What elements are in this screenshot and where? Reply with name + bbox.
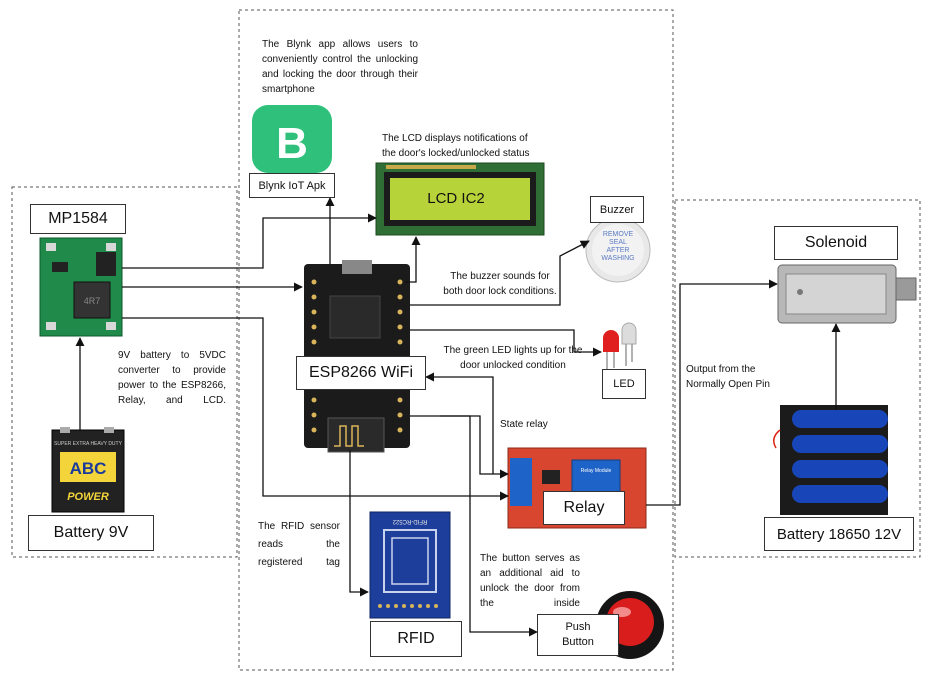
buzzer-label: Buzzer	[590, 196, 644, 223]
relay-label: Relay	[543, 491, 625, 525]
conn-esp-to-lcd	[405, 236, 421, 283]
push-button-label: Push Button	[537, 614, 619, 656]
relay-module-text: Relay Module	[581, 468, 612, 474]
button-note: The button serves as an additional aid t…	[480, 553, 580, 609]
blynk-logo-letter: B	[276, 119, 308, 168]
battery-9v-label: Battery 9V	[28, 515, 154, 551]
blynk-label: Blynk IoT Apk	[249, 173, 335, 198]
mp1584-chip-text: 4R7	[84, 296, 101, 306]
battery-brand-text: ABC	[70, 459, 107, 478]
conn-relay-to-solenoid	[646, 279, 778, 506]
blynk-logo-image: B	[252, 105, 332, 173]
conn-esp-to-led	[410, 329, 602, 357]
conn-relay-to-esp	[425, 372, 494, 474]
esp8266-label: ESP8266 WiFi	[296, 356, 426, 390]
rfid-label: RFID	[370, 621, 462, 657]
conn-mp1584-to-relay	[122, 317, 509, 501]
conn-mp1584-to-lcd	[122, 213, 377, 269]
battery-18650-label: Battery 18650 12V	[764, 517, 914, 551]
battery-top-text: SUPER EXTRA HEAVY DUTY	[54, 441, 123, 447]
lcd-label: LCD IC2	[408, 183, 504, 213]
mp1584-board-image: 4R7	[39, 237, 123, 337]
solenoid-label: Solenoid	[774, 226, 898, 260]
battery-18650-pack-image	[773, 405, 888, 515]
led-image	[603, 322, 637, 372]
lock-region	[674, 199, 921, 558]
blynk-note: The Blynk app allows users to convenient…	[262, 39, 418, 95]
power-region	[11, 186, 238, 558]
conn-esp-to-rfid	[349, 450, 369, 597]
solenoid-lock-image	[777, 264, 917, 324]
buzzer-note: The buzzer sounds for both door lock con…	[443, 271, 557, 297]
lcd-note: The LCD displays notifications of the do…	[382, 133, 530, 159]
converter-note: 9V battery to 5VDC converter to provide …	[118, 350, 226, 406]
conn-esp-to-buzzer	[410, 240, 590, 306]
conn-esp-to-push-button	[440, 415, 538, 637]
rfid-board-image: RFID-RC522	[369, 511, 451, 619]
mp1584-label: MP1584	[30, 204, 126, 234]
led-note: The green LED lights up for the door unl…	[443, 345, 583, 371]
rfid-note: The RFID sensor reads the registered tag	[258, 521, 340, 568]
rfid-board-text: RFID-RC522	[392, 518, 427, 524]
state-relay-note: State relay	[500, 419, 548, 430]
connection-lines	[75, 197, 841, 637]
output-note: Output from the Normally Open Pin	[686, 364, 770, 390]
controller-region	[238, 9, 674, 671]
battery-9v-image: SUPER EXTRA HEAVY DUTY ABC POWER	[51, 427, 125, 513]
battery-bottom-text: POWER	[67, 491, 109, 503]
region-boxes	[11, 9, 921, 671]
led-label: LED	[602, 369, 646, 399]
